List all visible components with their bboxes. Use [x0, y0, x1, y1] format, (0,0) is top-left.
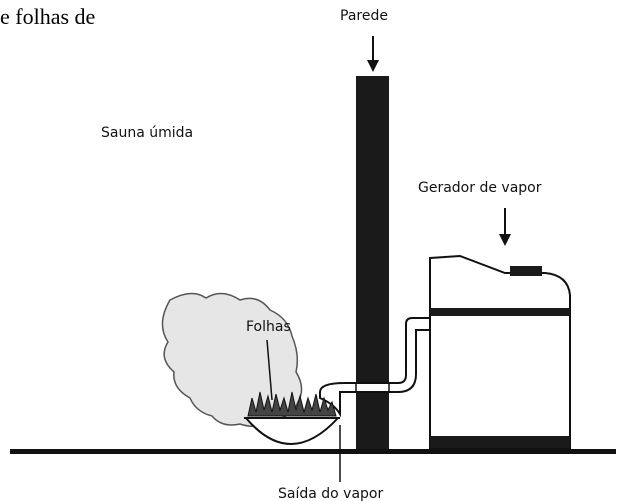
steam-cloud	[161, 292, 303, 427]
label-wall: Parede	[340, 8, 388, 24]
label-wet-sauna: Sauna úmida	[101, 125, 193, 141]
pointer-leaves	[266, 339, 273, 401]
arrow-wall	[367, 36, 379, 72]
label-steam-generator: Gerador de vapor	[418, 180, 542, 196]
steam-generator	[429, 254, 571, 449]
wall	[356, 76, 389, 454]
top-text-fragment: e folhas de	[0, 4, 95, 29]
arrow-steam-generator	[499, 208, 511, 246]
label-leaves: Folhas	[246, 319, 291, 335]
steam-pipe	[319, 317, 431, 418]
label-steam-outlet: Saída do vapor	[278, 486, 383, 501]
bowl-with-leaves	[243, 391, 341, 445]
floor	[10, 449, 616, 454]
